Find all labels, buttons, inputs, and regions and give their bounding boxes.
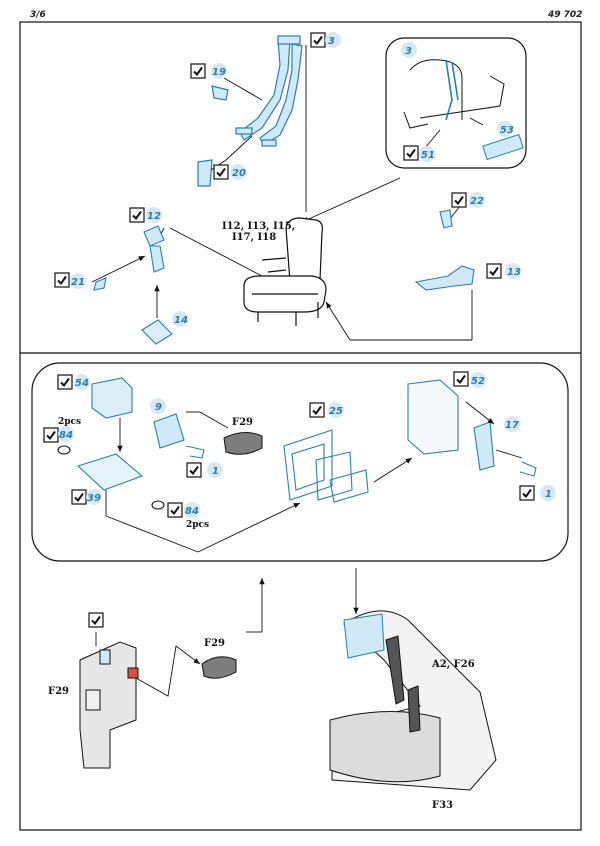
seat-belts-drawing — [197, 35, 303, 187]
page-number: 3/6 — [30, 10, 46, 20]
part-13: 13 — [507, 267, 521, 278]
part-numbers: 3 19 20 3 53 51 12 22 13 21 14 54 9 84 1… — [59, 36, 552, 517]
label-a2-f26: A2, F26 — [431, 659, 475, 670]
part-52: 52 — [471, 376, 485, 387]
subassembly-drawings — [57, 377, 537, 510]
label-2pcs-bottom: 2pcs — [186, 520, 209, 530]
part-21: 21 — [71, 277, 85, 288]
label-2pcs-top: 2pcs — [58, 417, 81, 427]
part-3-top: 3 — [328, 36, 335, 47]
headrest-f29-top — [223, 432, 263, 455]
inset-seat-detail — [403, 59, 524, 161]
seat-drawing — [243, 217, 327, 326]
seat-refs-line1: I12, I13, I15, — [222, 221, 295, 232]
label-f29-top: F29 — [232, 417, 253, 428]
label-f29-mid: F29 — [204, 638, 225, 649]
instrument-panel-drawing — [79, 641, 139, 769]
checkboxes — [43, 32, 535, 628]
part-84-top: 84 — [59, 430, 73, 441]
assembly-labels: I12, I13, I15, I17, I18 F29 2pcs 2pcs F2… — [48, 221, 475, 811]
small-parts-top — [93, 209, 475, 345]
label-f29-left: F29 — [48, 686, 69, 697]
detail-inset-frame — [385, 37, 527, 169]
leader-lines-bottom — [95, 632, 201, 697]
part-14: 14 — [174, 315, 188, 326]
part-1-left: 1 — [212, 466, 219, 477]
part-25: 25 — [329, 406, 343, 417]
cockpit-interior-drawing — [329, 610, 497, 791]
leader-lines-top — [91, 45, 484, 341]
part-51: 51 — [421, 150, 435, 161]
headrest-f29-mid — [201, 656, 237, 679]
part-22: 22 — [470, 196, 484, 207]
part-1-right: 1 — [545, 489, 552, 500]
part-3-inset: 3 — [405, 46, 412, 57]
part-20: 20 — [232, 168, 246, 179]
part-9: 9 — [155, 402, 162, 413]
part-39: 39 — [87, 493, 101, 504]
part-12: 12 — [147, 211, 161, 222]
seat-refs-line2: I17, I18 — [232, 232, 276, 243]
part-84-bottom: 84 — [185, 506, 199, 517]
part-53: 53 — [500, 125, 514, 136]
label-f33: F33 — [432, 800, 453, 811]
part-54: 54 — [75, 378, 89, 389]
subassembly-frame — [31, 362, 569, 562]
outer-frame — [19, 21, 582, 831]
part-19: 19 — [212, 67, 226, 78]
part-17: 17 — [505, 420, 519, 431]
part-25-frames — [283, 429, 369, 503]
product-code: 49 702 — [548, 10, 583, 20]
leader-lines-middle — [105, 401, 523, 633]
